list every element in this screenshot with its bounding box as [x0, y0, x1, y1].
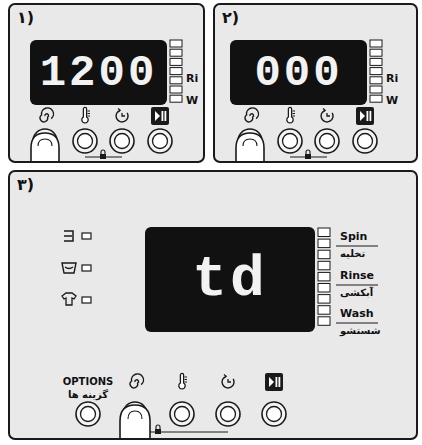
level-bar — [170, 58, 182, 65]
stage-label: Rinse — [340, 270, 374, 282]
level-bar — [370, 40, 382, 47]
stage-label: W — [186, 95, 198, 107]
display-readout: td — [192, 247, 268, 312]
stage-label: W — [386, 95, 398, 107]
level-bar — [318, 317, 330, 326]
level-bar — [370, 95, 382, 102]
stage-label: Spin — [340, 231, 367, 243]
lcd-display: 1200 — [30, 40, 167, 105]
level-bar — [170, 77, 182, 84]
level-bar — [318, 295, 330, 304]
stage-label: آبکشی — [340, 287, 373, 298]
lcd-display: td — [145, 227, 315, 332]
level-bar — [170, 68, 182, 75]
step-number: ۱) — [17, 8, 34, 27]
button-label: گزینه ها — [48, 389, 128, 400]
level-bar — [170, 40, 182, 47]
level-bar — [170, 95, 182, 102]
step-panel: ۱) 1200 — [8, 3, 205, 163]
level-bar — [370, 49, 382, 56]
lcd-display: 000 — [230, 40, 367, 105]
display-readout: 1200 — [40, 48, 158, 98]
step-number: ۲) — [222, 8, 239, 27]
level-bar — [318, 284, 330, 293]
level-bar — [170, 86, 182, 93]
level-bar — [318, 306, 330, 315]
level-bar — [318, 272, 330, 281]
level-bar — [318, 261, 330, 270]
button-label: OPTIONS — [48, 376, 128, 387]
level-bar — [170, 49, 182, 56]
level-bar — [370, 86, 382, 93]
level-bar — [370, 58, 382, 65]
stage-label: تخلیه — [340, 248, 365, 259]
stage-label: Wash — [340, 308, 374, 320]
level-bar — [318, 239, 330, 248]
display-readout: 000 — [254, 48, 342, 98]
stage-label: Ri — [386, 73, 398, 85]
step-number: ۳) — [17, 175, 34, 194]
level-bar — [370, 68, 382, 75]
stage-label: Ri — [186, 73, 198, 85]
level-bar — [318, 250, 330, 259]
stage-label: شستشو — [340, 325, 381, 336]
level-bar — [370, 77, 382, 84]
level-bar — [318, 228, 330, 237]
